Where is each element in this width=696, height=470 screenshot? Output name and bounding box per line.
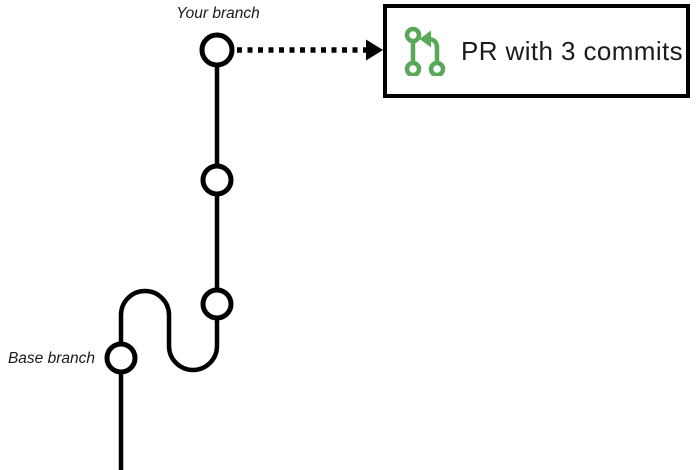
branch-merge-curve xyxy=(118,288,220,373)
pr-box: PR with 3 commits xyxy=(383,4,690,98)
commit-node-1 xyxy=(199,32,235,68)
arrowhead-icon xyxy=(366,39,383,61)
base-commit-node xyxy=(104,341,138,375)
commit-node-2 xyxy=(200,163,234,197)
base-branch-label: Base branch xyxy=(7,350,95,367)
git-pull-request-icon xyxy=(404,26,446,76)
pr-box-label: PR with 3 commits xyxy=(461,35,684,66)
commit-node-3 xyxy=(200,287,234,321)
your-branch-label: Your branch xyxy=(176,5,260,22)
